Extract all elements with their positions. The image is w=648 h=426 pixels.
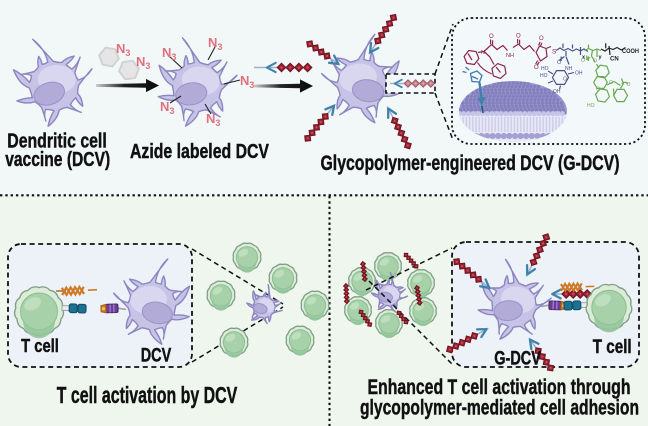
svg-text:O: O <box>563 77 567 83</box>
svg-text:CN: CN <box>610 57 619 63</box>
svg-text:COOH: COOH <box>622 48 639 55</box>
svg-text:Dendritic cell: Dendritic cell <box>7 130 107 153</box>
svg-text:HO: HO <box>587 103 595 109</box>
svg-text:NH: NH <box>565 66 573 72</box>
svg-text:O: O <box>557 60 562 66</box>
svg-text:O: O <box>534 65 539 71</box>
svg-text:O: O <box>539 36 544 42</box>
svg-text:O: O <box>581 58 585 64</box>
svg-text:Glycopolymer-engineered DCV (G: Glycopolymer-engineered DCV (G-DCV) <box>321 152 620 175</box>
svg-text:HO: HO <box>540 73 548 79</box>
svg-text:O: O <box>596 87 600 93</box>
svg-text:Azide labeled DCV: Azide labeled DCV <box>130 141 269 163</box>
svg-text:O: O <box>627 82 631 88</box>
svg-text:G-DCV: G-DCV <box>494 349 541 370</box>
svg-text:O: O <box>609 80 613 86</box>
svg-text:T cell activation by DCV: T cell activation by DCV <box>57 382 238 408</box>
svg-text:O: O <box>516 34 521 40</box>
svg-text:vaccine (DCV): vaccine (DCV) <box>5 148 110 171</box>
svg-text:OH: OH <box>553 89 561 95</box>
svg-text:glycopolymer-mediated cell adh: glycopolymer-mediated cell adhesion <box>360 396 639 420</box>
svg-text:OH: OH <box>575 71 583 77</box>
svg-text:DCV: DCV <box>141 345 172 366</box>
svg-text:T cell: T cell <box>593 337 632 358</box>
svg-text:S: S <box>552 49 557 56</box>
svg-text:x: x <box>582 55 586 61</box>
svg-text:Enhanced T cell activation thr: Enhanced T cell activation through <box>368 375 631 399</box>
svg-text:O: O <box>489 34 494 40</box>
svg-text:O: O <box>593 59 597 65</box>
svg-text:N: N <box>481 50 485 56</box>
svg-text:y: y <box>599 55 603 61</box>
svg-text:T cell: T cell <box>21 336 59 357</box>
svg-text:HO: HO <box>541 66 549 72</box>
svg-text:NH: NH <box>506 53 514 59</box>
